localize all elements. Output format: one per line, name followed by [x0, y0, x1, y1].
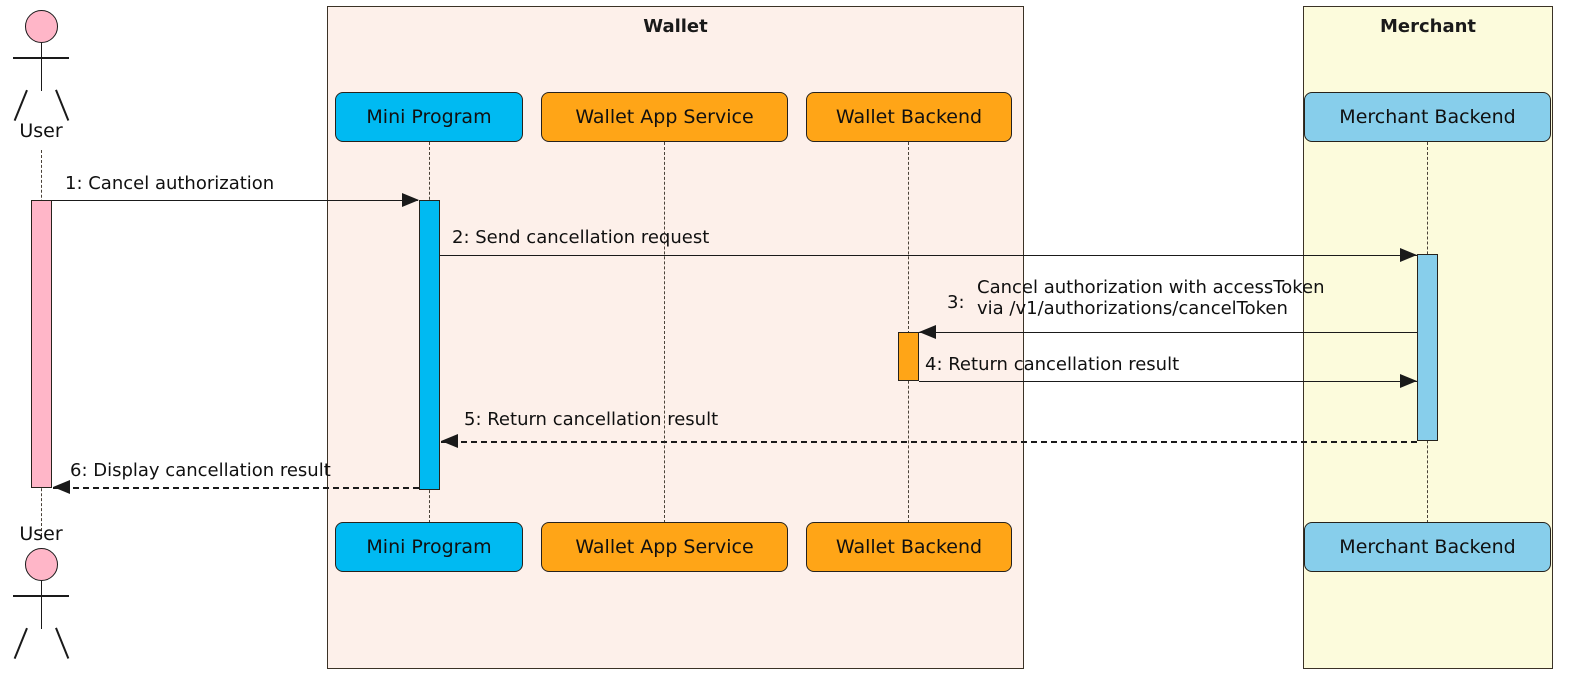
actor-user-body-top: [40, 43, 43, 91]
message-3-arrowhead: [919, 325, 936, 339]
message-5-line: [441, 441, 1417, 443]
message-2-arrowhead: [1400, 248, 1417, 262]
group-title-wallet: Wallet: [643, 16, 708, 37]
actor-user-leg-right-top: [55, 89, 69, 121]
participant-wallet-backend-bottom[interactable]: Wallet Backend: [806, 522, 1012, 572]
participant-mini-program-top[interactable]: Mini Program: [335, 92, 523, 142]
actor-user-head-bottom: [25, 548, 58, 581]
message-4-arrowhead: [1400, 374, 1417, 388]
participant-merchant-backend-top[interactable]: Merchant Backend: [1304, 92, 1551, 142]
participant-merchant-backend-bottom[interactable]: Merchant Backend: [1304, 522, 1551, 572]
activation-bar-merchant-backend: [1417, 254, 1438, 441]
actor-user-arms-bottom: [13, 595, 69, 597]
message-6-arrowhead: [53, 480, 70, 494]
activation-bar-user: [31, 200, 52, 488]
activation-bar-mini-program: [419, 200, 440, 490]
message-3-label: Cancel authorization with accessToken vi…: [977, 277, 1325, 319]
message-3-line1: Cancel authorization with accessToken: [977, 277, 1325, 298]
group-title-merchant: Merchant: [1379, 16, 1477, 37]
actor-user-arms-top: [13, 57, 69, 59]
actor-user-leg-left-top: [13, 89, 28, 121]
participant-mini-program-bottom[interactable]: Mini Program: [335, 522, 523, 572]
message-6-label: 6: Display cancellation result: [70, 460, 331, 481]
message-5-arrowhead: [441, 434, 458, 448]
activation-bar-wallet-backend: [898, 332, 919, 381]
message-3-highlight-authorization: authorization: [1043, 277, 1163, 298]
actor-user-label-top: User: [19, 120, 63, 142]
actor-user-leg-right-bottom: [55, 627, 69, 659]
actor-user-head-top: [25, 10, 58, 43]
actor-user-leg-left-bottom: [13, 627, 28, 659]
message-1-arrowhead: [402, 193, 419, 207]
message-4-label: 4: Return cancellation result: [925, 354, 1180, 375]
participant-wallet-backend-top[interactable]: Wallet Backend: [806, 92, 1012, 142]
message-3-number: 3:: [947, 292, 965, 313]
lifeline-wallet-app-service: [664, 142, 665, 523]
participant-wallet-app-service-top[interactable]: Wallet App Service: [541, 92, 788, 142]
message-6-line: [53, 487, 419, 489]
actor-user-label-bottom: User: [19, 523, 63, 545]
message-2-label: 2: Send cancellation request: [452, 227, 710, 248]
message-3-line: [919, 332, 1417, 333]
message-4-line: [919, 381, 1417, 382]
message-5-label: 5: Return cancellation result: [464, 409, 719, 430]
message-3-text-part1: Cancel: [977, 277, 1044, 298]
message-1-line: [52, 200, 418, 201]
message-3-highlight-accesstoken: accessToken: [1212, 277, 1325, 298]
participant-wallet-app-service-bottom[interactable]: Wallet App Service: [541, 522, 788, 572]
message-3-line2: via /v1/authorizations/cancelToken: [977, 298, 1288, 320]
actor-user-body-bottom: [40, 581, 43, 629]
message-1-label: 1: Cancel authorization: [65, 173, 275, 194]
message-2-line: [440, 255, 1417, 256]
message-3-text-part3: with: [1162, 277, 1213, 298]
